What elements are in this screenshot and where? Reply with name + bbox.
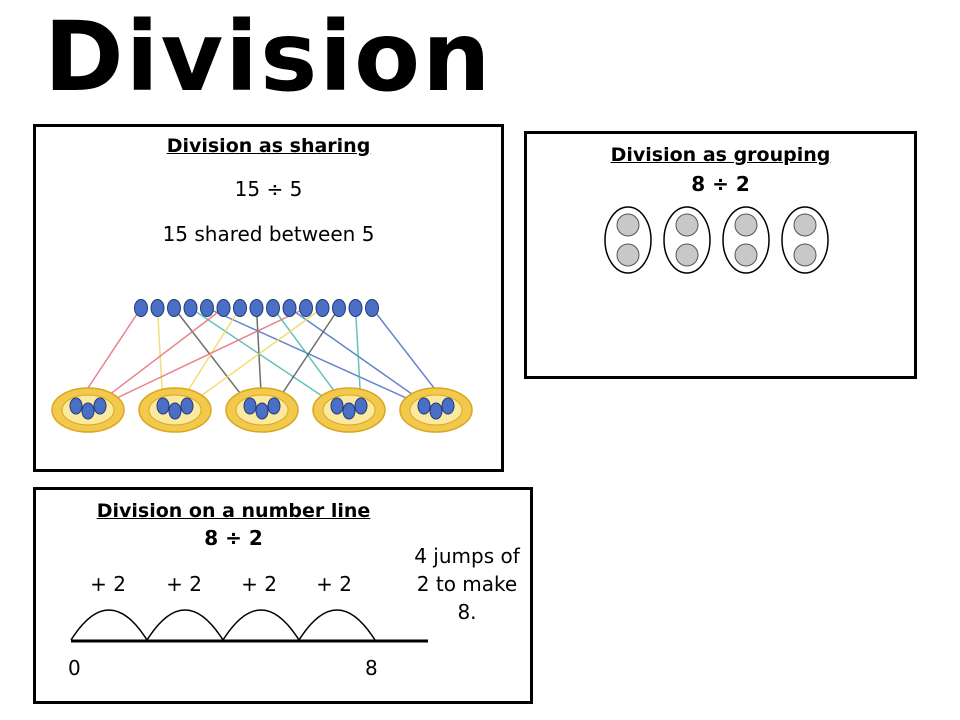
bead-top-row [266,299,280,317]
jump-arc-4 [298,609,376,641]
bead-top-row [233,299,247,317]
jump-label-1: + 2 [90,572,126,596]
grey-counter [675,243,699,267]
bead-in-bowl [417,397,431,415]
grey-counter [616,213,640,237]
share-line [186,307,323,407]
numberline-panel: Division on a number line 8 ÷ 2 + 2 + 2 … [33,487,533,704]
bead-top-row [249,299,264,317]
bead-top-row [167,299,181,317]
numberline-note: 4 jumps of 2 to make 8. [414,544,520,624]
grey-counter [734,243,758,267]
share-line [273,307,340,407]
numberline [70,609,428,643]
grouping-equation: 8 ÷ 2 [691,172,750,196]
page-title: Division [44,1,493,113]
group-ring [604,206,652,274]
bead-in-bowl [255,402,269,420]
share-line [99,307,307,407]
share-line [190,307,338,407]
bead-in-bowl [342,402,356,420]
bead-top-row [365,299,379,317]
bead-in-bowl [156,397,170,415]
numberline-start: 0 [68,656,81,680]
grey-counter [793,243,817,267]
sharing-panel: Division as sharing 15 ÷ 5 15 shared bet… [33,124,504,472]
jump-label-2: + 2 [166,572,202,596]
sharing-heading: Division as sharing [166,135,371,157]
group-ring [781,206,829,274]
grey-counter [734,213,758,237]
bead-top-row [315,299,330,317]
bead-in-bowl [330,397,344,415]
share-line [173,307,251,407]
grouping-illustration [604,206,829,274]
bead-top-row [183,299,198,317]
bead-in-bowl [243,397,257,415]
numberline-end: 8 [365,656,378,680]
bead-in-bowl [429,402,443,420]
bead-top-row [200,299,214,317]
jump-arc-1 [70,609,148,641]
jump-label-3: + 2 [241,572,277,596]
bead-in-bowl [81,402,95,420]
sharing-illustration [51,299,473,433]
numberline-equation: 8 ÷ 2 [204,526,263,550]
jump-label-4: + 2 [316,572,352,596]
bead-in-bowl [168,402,182,420]
grouping-heading: Division as grouping [610,144,831,166]
bead-top-row [299,299,313,317]
group-ring [663,206,711,274]
grey-counter [675,213,699,237]
bead-top-row [150,299,165,317]
bead-top-row [332,299,346,317]
bead-in-bowl [267,397,281,415]
sharing-caption: 15 shared between 5 [162,222,375,246]
bead-top-row [134,299,148,317]
bead-in-bowl [354,397,368,415]
grouping-panel: Division as grouping 8 ÷ 2 [524,131,917,379]
bead-top-row [282,299,297,317]
bead-in-bowl [93,397,107,415]
share-line [206,307,425,407]
jump-arc-2 [146,609,224,641]
grey-counter [793,213,817,237]
bead-in-bowl [441,397,455,415]
numberline-heading: Division on a number line [96,500,371,522]
bead-top-row [216,299,231,317]
bead-top-row [348,299,363,317]
jump-arc-3 [222,609,300,641]
group-ring [722,206,770,274]
grey-counter [616,243,640,267]
bead-in-bowl [180,397,194,415]
sharing-equation: 15 ÷ 5 [234,177,303,201]
bead-in-bowl [69,397,83,415]
